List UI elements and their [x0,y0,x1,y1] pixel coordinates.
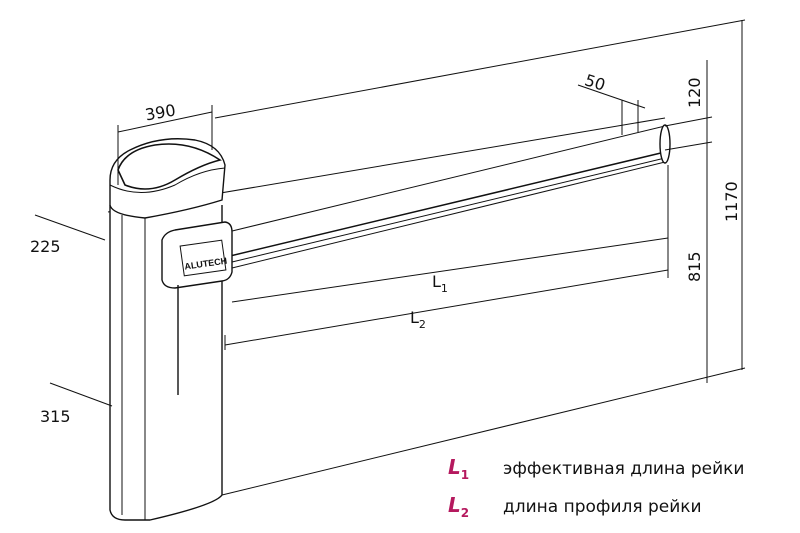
legend-text: длина профиля рейки [503,497,702,517]
control-box [161,221,233,395]
barrier-boom [227,124,671,269]
dimension-l2 [224,269,669,346]
legend-symbol: L1 [448,455,470,482]
label-315: 315 [40,407,71,426]
barrier-post [109,138,226,521]
dimension-l1 [231,237,669,303]
legend-symbol: L2 [448,493,470,520]
dimension-315 [49,382,113,407]
top-extension-line [214,19,746,119]
dimension-225 [34,214,106,241]
label-50: 50 [582,70,607,94]
ground-line [221,367,746,496]
legend-text: эффективная длина рейки [503,459,745,479]
label-1170: 1170 [722,181,741,222]
label-l2: L2 [410,308,426,331]
dimension-50 [577,84,646,109]
dimension-390 [117,111,213,133]
label-120: 120 [685,77,704,108]
label-l1: L1 [432,272,448,295]
legend-item-l1: L1 эффективная длина рейки [448,455,744,482]
label-815: 815 [685,251,704,282]
label-225: 225 [30,237,61,256]
legend-item-l2: L2 длина профиля рейки [448,493,702,520]
